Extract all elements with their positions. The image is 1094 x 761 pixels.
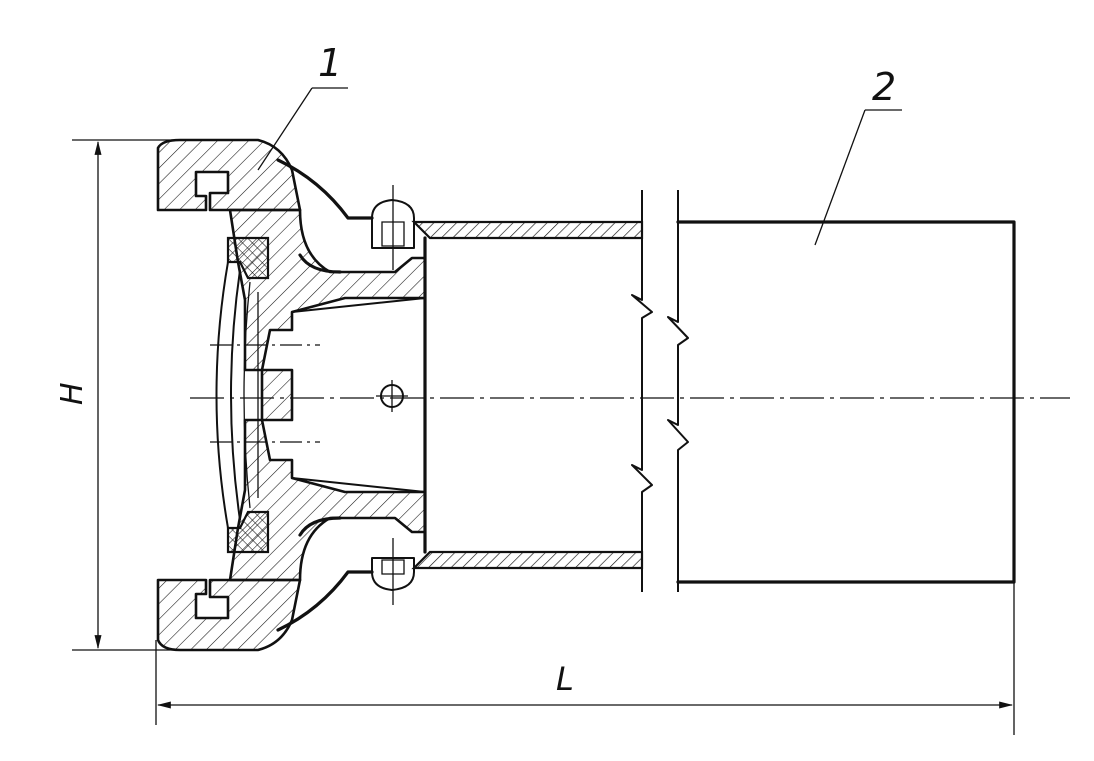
label-dim-height: H [55, 382, 90, 405]
label-part-1: 1 [318, 41, 342, 85]
upper-bolt [371, 185, 415, 270]
length-dimension [155, 582, 1015, 735]
pipe [411, 190, 1016, 592]
seal-ring [215, 236, 270, 554]
center-pin-symbol [376, 380, 408, 412]
height-dimension [72, 139, 260, 651]
coupling-body [156, 138, 427, 652]
leader-part-1 [257, 87, 313, 171]
label-part-2: 2 [872, 65, 896, 109]
label-dim-length: L [556, 660, 574, 698]
leader-part-2 [814, 109, 866, 246]
lower-bolt [371, 538, 415, 605]
